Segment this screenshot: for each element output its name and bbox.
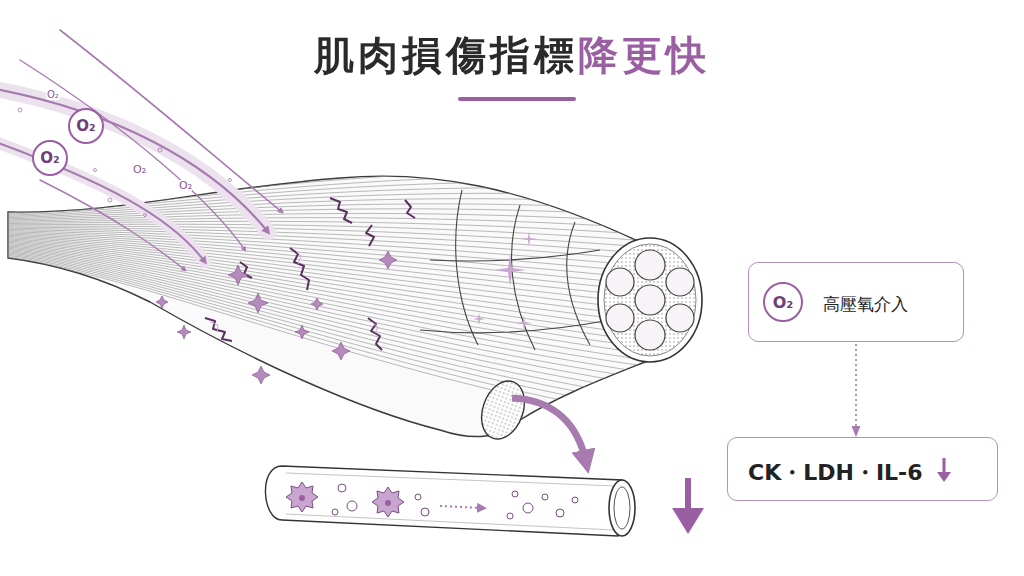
decrease-arrow xyxy=(672,478,704,534)
muscle-body xyxy=(0,170,720,436)
oxygen-bubble: O₂ xyxy=(763,282,803,322)
oxygen-symbol: O₂ xyxy=(76,117,95,135)
oxygen-label: O₂ xyxy=(132,164,147,175)
result-box: CK・LDH・IL-6 xyxy=(727,437,998,501)
title-underline xyxy=(458,97,576,101)
blood-vessel xyxy=(265,466,635,536)
oxygen-symbol: O₂ xyxy=(40,149,59,167)
oxygen-label: O₂ xyxy=(46,90,60,100)
oxygen-bubble: O₂ xyxy=(68,108,104,144)
intervention-box: 高壓氧介入 O₂ xyxy=(748,262,964,342)
oxygen-label: O₂ xyxy=(178,180,193,191)
oxygen-bubble: O₂ xyxy=(32,140,68,176)
node-text: 高壓氧介入 xyxy=(823,293,908,316)
oxygen-symbol: O₂ xyxy=(773,293,794,312)
muscle-cross-section xyxy=(474,238,702,445)
node-text: CK・LDH・IL-6 xyxy=(748,458,923,488)
decrease-symbol xyxy=(935,456,953,484)
dotted-arrow xyxy=(855,344,857,435)
title: 肌肉損傷指標降更快 xyxy=(314,28,710,83)
